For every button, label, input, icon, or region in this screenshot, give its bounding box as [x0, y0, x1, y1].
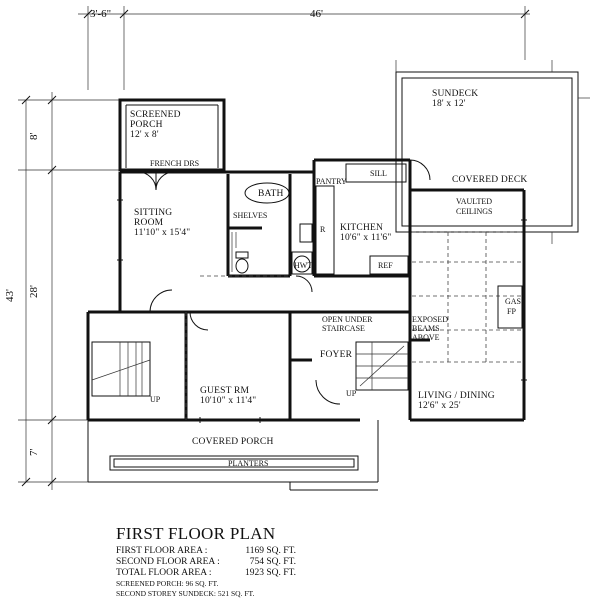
area-row: FIRST FLOOR AREA : 1169 SQ. FT. [116, 546, 296, 557]
area-label: FIRST FLOOR AREA : [116, 546, 208, 556]
sitting-room-name2: ROOM [134, 218, 164, 228]
hwt-label: HWT [294, 261, 312, 270]
guest-rm-size: 10'10" x 11'4" [200, 396, 256, 406]
window-marks [117, 199, 527, 423]
bathtub-icon [244, 182, 290, 204]
area-value: 1169 SQ. FT. [245, 546, 296, 556]
dim-28: 28' [28, 285, 40, 298]
dim-left-ext: 3'-6" [90, 8, 111, 20]
sitting-room-size: 11'10" x 15'4" [134, 228, 190, 238]
vaulted-l1: VAULTED [456, 197, 492, 206]
shelves-lines [231, 232, 237, 272]
pantry-label: PANTRY [316, 177, 347, 186]
sill-label: SILL [370, 169, 387, 178]
shelves-label: SHELVES [233, 211, 267, 220]
range-label: R [320, 225, 326, 234]
kitchen-name: KITCHEN [340, 223, 383, 233]
area-row: TOTAL FLOOR AREA : 1923 SQ. FT. [116, 568, 296, 579]
area-summary: FIRST FLOOR AREA : 1169 SQ. FT. SECOND FL… [116, 546, 296, 599]
area-label: TOTAL FLOOR AREA : [116, 568, 212, 578]
covered-deck-label: COVERED DECK [452, 175, 528, 185]
living-size: 12'6" x 25' [418, 401, 461, 411]
gas-fp-l2: FP [507, 307, 516, 316]
foyer-label: FOYER [320, 350, 353, 360]
sitting-room-name: SITTING [134, 208, 172, 218]
house-walls [86, 158, 526, 422]
covered-porch-label: COVERED PORCH [192, 437, 274, 447]
ref-label: REF [378, 261, 393, 270]
toilet-icon [235, 251, 249, 274]
exposed-l3: ABOVE [412, 333, 440, 342]
area-value: 754 SQ. FT. [249, 557, 296, 567]
sundeck-outline [395, 60, 590, 244]
covered-porch [87, 420, 379, 491]
dim-43: 43' [4, 289, 16, 302]
door-swings [137, 159, 431, 405]
fireplace [497, 285, 523, 329]
foyer-staircase [355, 341, 409, 391]
guest-rm-name: GUEST RM [200, 386, 250, 396]
dim-width: 46' [310, 8, 323, 20]
beam-lines [185, 231, 522, 420]
planters-label: PLANTERS [228, 459, 268, 468]
area-label: SECOND FLOOR AREA : [116, 557, 220, 567]
dim-8: 8' [28, 133, 40, 141]
exposed-l1: EXPOSED [412, 315, 448, 324]
footnote: SCREENED PORCH: 96 SQ. FT. [116, 579, 219, 588]
open-under-l1: OPEN UNDER [322, 315, 373, 324]
screened-porch [118, 98, 226, 172]
plan-title: FIRST FLOOR PLAN [116, 524, 276, 543]
kitchen-counters [291, 163, 409, 275]
area-row: SECOND FLOOR AREA : 754 SQ. FT. [116, 557, 296, 568]
dim-7: 7' [28, 449, 40, 457]
exposed-l2: BEAMS [412, 324, 440, 333]
screened-porch-name2: PORCH [130, 120, 163, 130]
kitchen-size: 10'6" x 11'6" [340, 233, 391, 243]
vaulted-l2: CEILINGS [456, 207, 492, 216]
gas-fp-l1: GAS [505, 297, 521, 306]
sundeck-size: 18' x 12' [432, 99, 466, 109]
dimension-lines [18, 6, 530, 490]
left-staircase [91, 341, 151, 397]
french-drs-label: FRENCH DRS [150, 159, 199, 168]
interior-walls [120, 172, 430, 420]
sundeck-name: SUNDECK [432, 89, 478, 99]
area-value: 1923 SQ. FT. [244, 568, 296, 578]
screened-porch-size: 12' x 8' [130, 130, 159, 140]
screened-porch-name: SCREENED [130, 110, 181, 120]
living-name: LIVING / DINING [418, 391, 495, 401]
up-left-label: UP [150, 395, 161, 404]
open-under-l2: STAIRCASE [322, 324, 365, 333]
footnote: SECOND STOREY SUNDECK: 521 SQ. FT. [116, 589, 255, 598]
up-foyer-label: UP [346, 389, 357, 398]
bath-label: BATH [258, 189, 284, 199]
